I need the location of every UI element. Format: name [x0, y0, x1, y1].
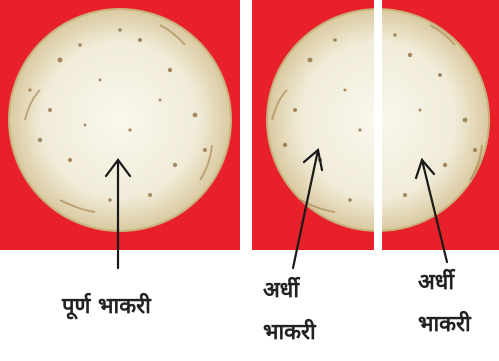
right-half-label-line2: भाकरी	[418, 314, 471, 336]
right-half-label-line1: अर्धी	[418, 272, 454, 294]
whole-bread-label: पूर्ण भाकरी	[62, 296, 151, 318]
left-half-label-line2: भाकरी	[263, 322, 316, 344]
left-half-label-line1: अर्धी	[263, 280, 299, 302]
cut-gap	[374, 0, 382, 250]
whole-bread	[9, 9, 231, 231]
